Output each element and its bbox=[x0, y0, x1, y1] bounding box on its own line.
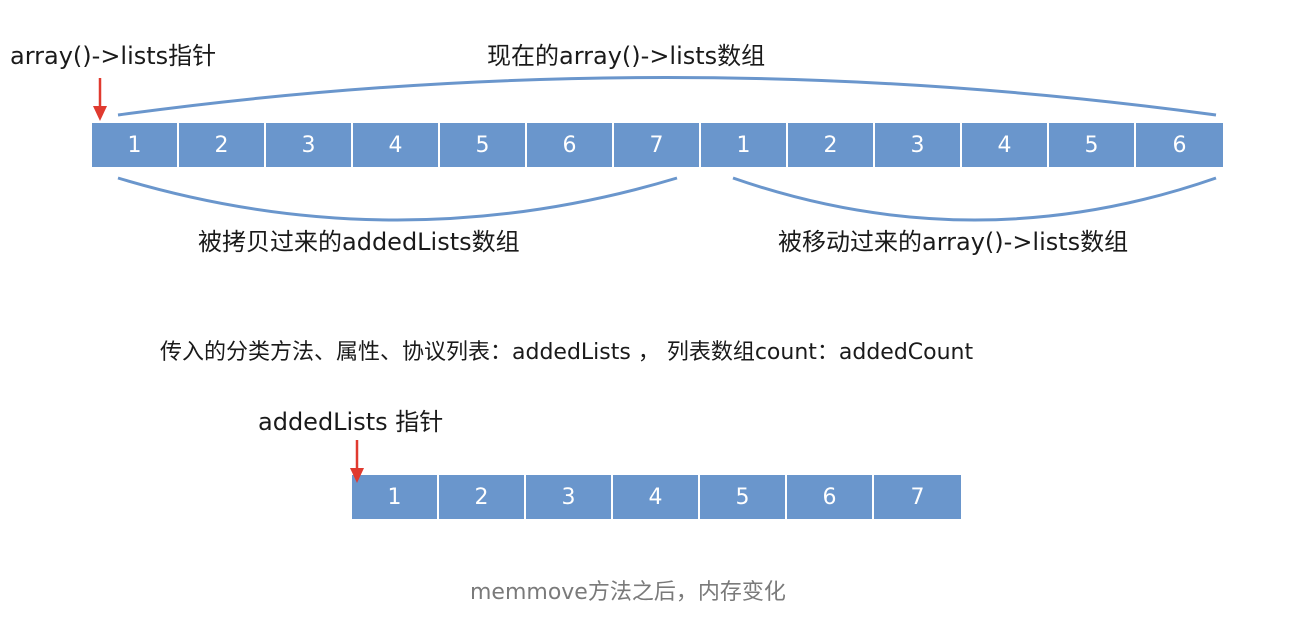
copied-cell-1: 1 bbox=[92, 123, 179, 167]
copied-added-lists-label: 被拷贝过来的addedLists数组 bbox=[198, 228, 520, 256]
top-memory-row: 1 2 3 4 5 6 7 1 2 3 4 5 6 bbox=[92, 123, 1223, 167]
copied-cell-7: 7 bbox=[614, 123, 701, 167]
added-cell-2: 2 bbox=[439, 475, 526, 519]
moved-cell-4: 4 bbox=[962, 123, 1049, 167]
added-cell-6: 6 bbox=[787, 475, 874, 519]
moved-cell-3: 3 bbox=[875, 123, 962, 167]
added-cell-7: 7 bbox=[874, 475, 961, 519]
array-lists-pointer-arrow bbox=[93, 78, 107, 121]
array-lists-pointer-label: array()->lists指针 bbox=[10, 42, 217, 70]
moved-array-bracket bbox=[732, 176, 1217, 222]
parameters-description: 传入的分类方法、属性、协议列表：addedLists ， 列表数组count：a… bbox=[160, 340, 974, 365]
added-cell-5: 5 bbox=[700, 475, 787, 519]
moved-array-lists-label: 被移动过来的array()->lists数组 bbox=[778, 228, 1129, 256]
current-array-bracket bbox=[117, 76, 1217, 117]
current-array-lists-label: 现在的array()->lists数组 bbox=[487, 42, 766, 70]
moved-cell-6: 6 bbox=[1136, 123, 1223, 167]
copied-cell-3: 3 bbox=[266, 123, 353, 167]
moved-cell-2: 2 bbox=[788, 123, 875, 167]
copied-cell-6: 6 bbox=[527, 123, 614, 167]
moved-cell-1: 1 bbox=[701, 123, 788, 167]
added-cell-1: 1 bbox=[352, 475, 439, 519]
added-lists-pointer-label: addedLists 指针 bbox=[258, 408, 444, 436]
copied-cell-4: 4 bbox=[353, 123, 440, 167]
caption: memmove方法之后，内存变化 bbox=[470, 580, 786, 605]
added-lists-row: 1 2 3 4 5 6 7 bbox=[352, 475, 961, 519]
copied-cell-5: 5 bbox=[440, 123, 527, 167]
added-cell-3: 3 bbox=[526, 475, 613, 519]
added-cell-4: 4 bbox=[613, 475, 700, 519]
moved-cell-5: 5 bbox=[1049, 123, 1136, 167]
copied-cell-2: 2 bbox=[179, 123, 266, 167]
copied-array-bracket bbox=[117, 176, 678, 222]
